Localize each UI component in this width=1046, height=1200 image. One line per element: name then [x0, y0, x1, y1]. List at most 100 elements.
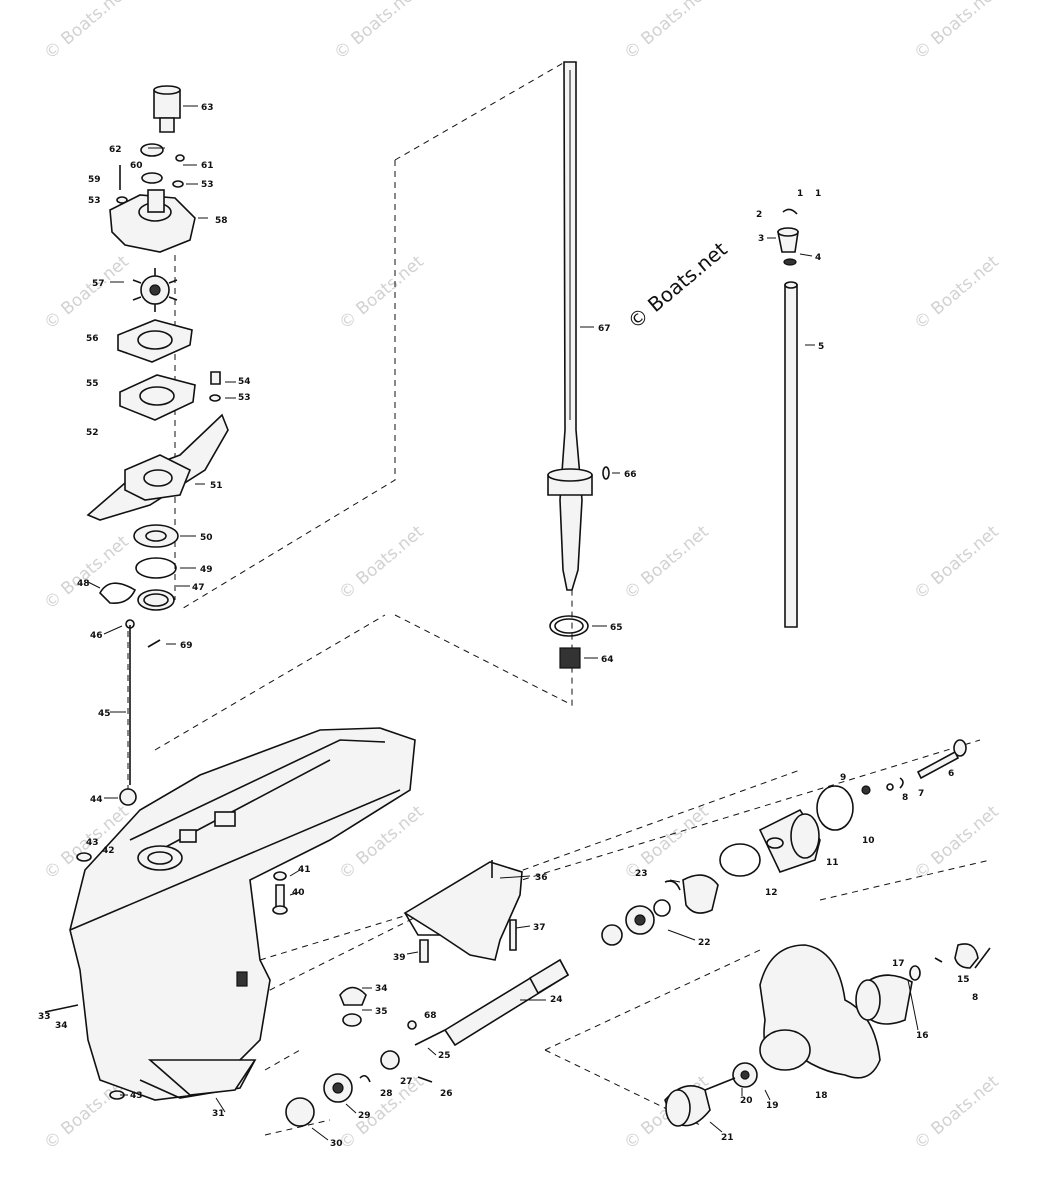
screw	[275, 884, 285, 909]
part-label-46: 46	[90, 631, 103, 641]
part-label-61: 61	[201, 161, 214, 171]
clip	[782, 208, 798, 215]
watermark: © Boats.net	[40, 0, 133, 64]
reverse-bearing	[682, 874, 719, 914]
part-label-41: 41	[298, 865, 311, 875]
watermark: © Boats.net	[330, 0, 423, 64]
part-label-35: 35	[375, 1007, 388, 1017]
part-label-54: 54	[238, 377, 251, 387]
rod-bushing	[119, 788, 137, 806]
o-ring	[816, 785, 854, 831]
part-label-10: 10	[862, 836, 875, 846]
part-label-19: 19	[766, 1101, 779, 1111]
pinion-gear-top	[339, 986, 367, 1006]
part-label-47: 47	[192, 583, 205, 593]
reverse-gear	[601, 924, 623, 946]
part-label-43: 43	[130, 1091, 143, 1101]
forward-bearing	[285, 1097, 315, 1127]
part-label-17: 17	[892, 959, 905, 969]
shift-rod-assembly	[777, 208, 799, 628]
shift-rod	[784, 284, 798, 628]
oil-seal	[133, 524, 179, 548]
watermark: © Boats.net	[40, 532, 133, 614]
watermark: © Boats.net	[335, 522, 428, 604]
part-label-42: 42	[102, 846, 115, 856]
part-label-18: 18	[815, 1091, 828, 1101]
pinion-gear	[380, 1050, 400, 1070]
gearcase-housing	[69, 727, 416, 1101]
thrust-washer	[909, 965, 921, 981]
washer	[172, 180, 184, 188]
cam-follower	[414, 1029, 446, 1046]
part-label-68: 68	[424, 1011, 437, 1021]
part-label-28: 28	[380, 1089, 393, 1099]
pinion-nut	[342, 1013, 362, 1027]
part-label-25: 25	[438, 1051, 451, 1061]
part-label-66: 66	[624, 470, 637, 480]
dowel-pin	[210, 371, 221, 385]
part-label-59: 59	[88, 175, 101, 185]
part-label-62: 62	[109, 145, 122, 155]
part-label-20: 20	[740, 1096, 753, 1106]
retaining-ring	[549, 615, 589, 637]
watermark: © Boats.net	[623, 237, 732, 334]
part-label-29: 29	[358, 1111, 371, 1121]
part-label-33: 33	[38, 1012, 51, 1022]
part-label-34: 34	[55, 1021, 68, 1031]
watermark: © Boats.net	[910, 0, 1003, 64]
part-label-53: 53	[88, 196, 101, 206]
part-label-43: 43	[86, 838, 99, 848]
part-label-56: 56	[86, 334, 99, 344]
part-label-36: 36	[535, 873, 548, 883]
part-label-9: 9	[840, 773, 846, 783]
trim-tab-screw	[44, 1004, 79, 1013]
watermark: © Boats.net	[910, 802, 1003, 884]
driveshaft-assembly	[547, 61, 610, 669]
part-label-1: 1	[815, 189, 821, 199]
part-label-39: 39	[393, 953, 406, 963]
part-label-45: 45	[98, 709, 111, 719]
o-ring	[783, 258, 797, 266]
cotter-pin	[147, 639, 161, 648]
part-label-1: 1	[797, 189, 803, 199]
part-label-40: 40	[292, 888, 305, 898]
part-label-7: 7	[918, 789, 924, 799]
o-ring-loop	[99, 582, 137, 605]
part-label-52: 52	[86, 428, 99, 438]
gasket	[137, 589, 175, 611]
cotter-pin	[974, 947, 991, 969]
o-ring	[719, 843, 761, 877]
watermark: © Boats.net	[910, 252, 1003, 334]
part-label-8: 8	[972, 993, 978, 1003]
part-label-30: 30	[330, 1139, 343, 1149]
watermark: © Boats.net	[620, 0, 713, 64]
part-label-50: 50	[200, 533, 213, 543]
part-label-4: 4	[815, 253, 821, 263]
watermark: © Boats.net	[40, 252, 133, 334]
bearing-carrier	[758, 808, 821, 873]
part-label-11: 11	[826, 858, 839, 868]
part-label-55: 55	[86, 379, 99, 389]
part-label-16: 16	[916, 1031, 929, 1041]
seal	[141, 172, 163, 184]
part-label-27: 27	[400, 1077, 413, 1087]
part-label-48: 48	[77, 579, 90, 589]
part-label-64: 64	[601, 655, 614, 665]
part-label-22: 22	[698, 938, 711, 948]
part-label-2: 2	[756, 210, 762, 220]
part-label-58: 58	[215, 216, 228, 226]
grommet	[140, 143, 164, 157]
part-label-49: 49	[200, 565, 213, 575]
vent-screw	[76, 852, 92, 862]
leader-lines	[87, 105, 919, 1141]
needle-bearing	[559, 647, 581, 669]
part-label-31: 31	[212, 1109, 225, 1119]
washer	[273, 871, 287, 881]
watermark: © Boats.net	[620, 522, 713, 604]
part-label-44: 44	[90, 795, 103, 805]
part-label-24: 24	[550, 995, 563, 1005]
part-label-57: 57	[92, 279, 105, 289]
clip	[899, 777, 904, 789]
part-label-12: 12	[765, 888, 778, 898]
